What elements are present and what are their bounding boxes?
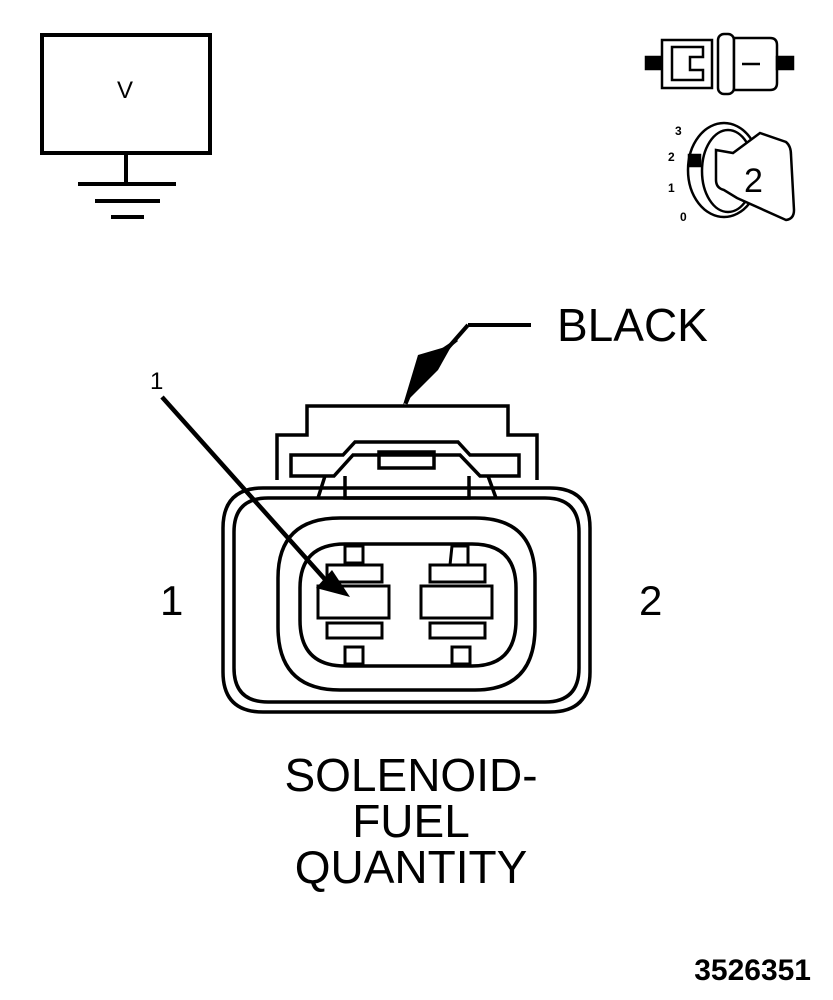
ignition-position-label: 1 xyxy=(668,181,675,195)
component-name-line: SOLENOID- xyxy=(284,749,538,801)
ignition-position-label: 0 xyxy=(680,210,687,224)
ignition-position-label: 3 xyxy=(675,124,682,138)
pin-callout-label: 1 xyxy=(150,368,164,395)
component-name-line: QUANTITY xyxy=(294,841,528,893)
terminal-cavity-2 xyxy=(419,544,494,666)
connector-body xyxy=(221,404,592,714)
component-name-line: FUEL xyxy=(352,795,470,847)
ignition-position-label: 2 xyxy=(668,150,675,164)
pin-2-label: 2 xyxy=(639,577,663,624)
pin-1-callout-arrow xyxy=(160,395,350,597)
connector-color-label: BLACK xyxy=(557,299,708,351)
component-name: SOLENOID- FUEL QUANTITY xyxy=(211,752,611,890)
figure-id: 3526351 xyxy=(694,954,811,987)
disconnected-connector-icon xyxy=(644,32,795,96)
black-color-arrow xyxy=(403,323,531,405)
voltmeter-symbol xyxy=(40,33,212,219)
voltmeter-symbol-label: V xyxy=(117,77,134,104)
terminal-cavity-1 xyxy=(316,544,391,666)
pin-1-label: 1 xyxy=(160,577,184,624)
ignition-selected-position: 2 xyxy=(744,162,763,200)
ignition-key-icon xyxy=(686,121,796,222)
